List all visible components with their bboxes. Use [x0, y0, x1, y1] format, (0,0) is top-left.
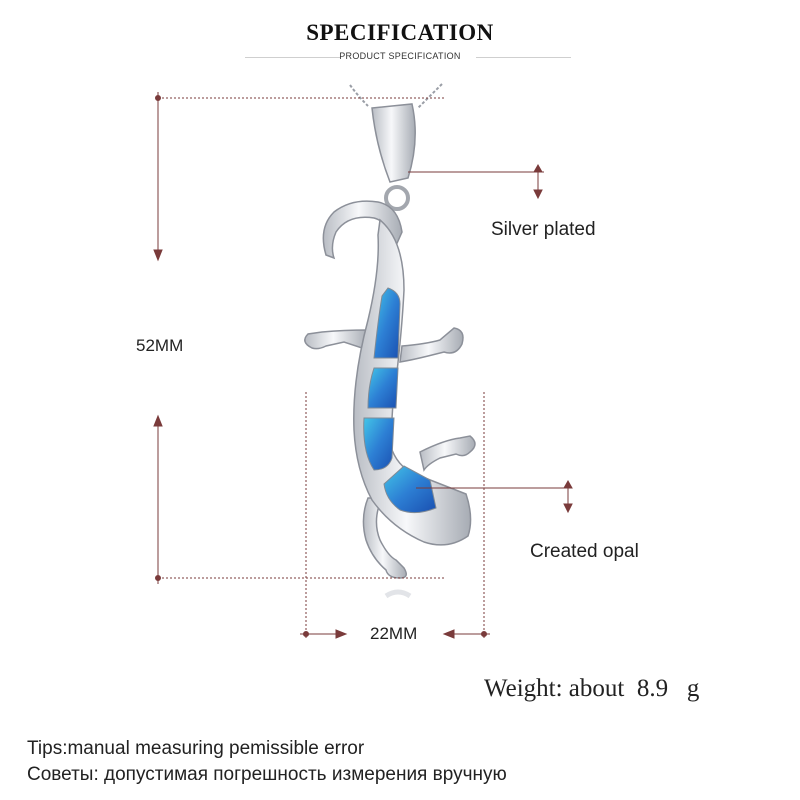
- opal-stone-2: [367, 367, 399, 409]
- chain: [349, 83, 443, 109]
- lizard-back-right-leg: [419, 435, 476, 472]
- opal-stone-4: [383, 465, 437, 514]
- callout-label-opal: Created opal: [530, 541, 639, 562]
- lizard-front-right-leg: [399, 327, 464, 363]
- opal-stone-3: [363, 417, 395, 471]
- opal-stone-1: [373, 287, 401, 359]
- width-label: 22MM: [370, 624, 418, 643]
- tips-russian: Советы: допустимая погрешность измерения…: [27, 764, 507, 785]
- height-dimension: [153, 92, 445, 584]
- page-title: SPECIFICATION: [306, 20, 494, 45]
- width-dimension: [300, 392, 490, 640]
- tips-english: Tips:manual measuring pemissible error: [27, 738, 365, 759]
- page-subtitle: PRODUCT SPECIFICATION: [339, 51, 461, 61]
- callout-bail: [408, 163, 544, 200]
- bail: [371, 103, 416, 183]
- subtitle-rule-left: [245, 57, 340, 58]
- subtitle-rule-right: [476, 57, 571, 58]
- lizard-front-left-leg: [304, 329, 369, 352]
- reflection: [384, 589, 412, 599]
- jump-ring: [384, 185, 410, 211]
- callout-opal: [416, 479, 573, 514]
- callout-label-bail: Silver plated: [491, 219, 596, 240]
- height-label: 52MM: [136, 336, 184, 355]
- weight-label: Weight: about 8.9 g: [484, 675, 700, 702]
